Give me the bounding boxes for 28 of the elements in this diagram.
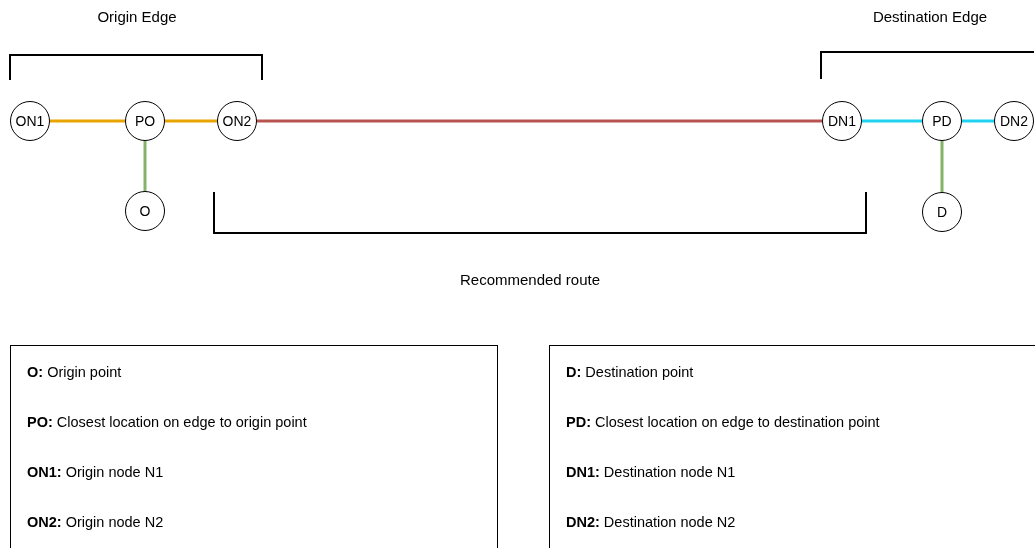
- node-circle: DN2: [994, 101, 1034, 141]
- route-line: [962, 119, 994, 123]
- section-label: Destination Edge: [872, 8, 988, 25]
- section-label: Recommended route: [459, 271, 601, 288]
- key-entry: O: Origin point: [27, 363, 122, 381]
- key-entry: PD: Closest location on edge to destination point: [566, 413, 880, 431]
- key-entry: ON2: Origin node N2: [27, 513, 164, 531]
- node-circle: DN1: [822, 101, 862, 141]
- node-circle: PD: [922, 101, 962, 141]
- node-circle: ON1: [10, 101, 50, 141]
- node-circle: D: [922, 192, 962, 232]
- key-entry: ON1: Origin node N1: [27, 463, 164, 481]
- node-circle: ON2: [217, 101, 257, 141]
- key-panel: [10, 345, 498, 548]
- route-line: [257, 119, 822, 123]
- route-line: [165, 119, 217, 123]
- route-line: [143, 141, 147, 191]
- route-line: [940, 141, 944, 192]
- key-entry: DN2: Destination node N2: [566, 513, 736, 531]
- key-entry: D: Destination point: [566, 363, 694, 381]
- key-entry: DN1: Destination node N1: [566, 463, 736, 481]
- node-circle: PO: [125, 101, 165, 141]
- key-panel: [549, 345, 1035, 548]
- route-line: [862, 119, 922, 123]
- key-entry: PO: Closest location on edge to origin point: [27, 413, 307, 431]
- route-line: [50, 119, 125, 123]
- node-circle: O: [125, 191, 165, 231]
- section-label: Origin Edge: [97, 8, 177, 25]
